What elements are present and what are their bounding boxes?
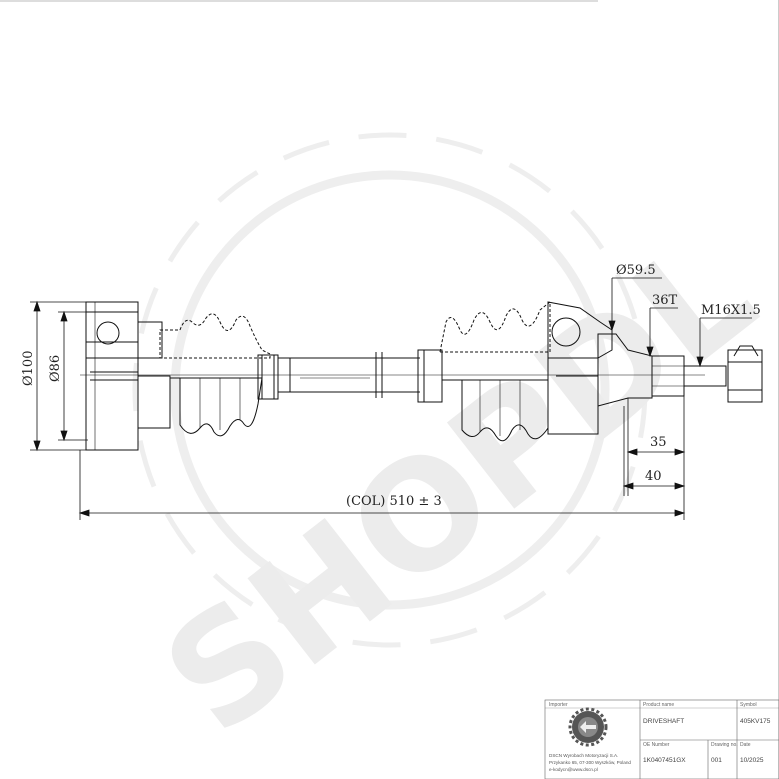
tb-product-name-label: Product name	[643, 702, 674, 708]
dim-label-overall-length: (COL) 510 ± 3	[346, 494, 442, 509]
dim-thread-arrow	[696, 356, 704, 368]
dimension-labels: Ø100 Ø86 Ø59.5 36T M16X1.5 35 40 (COL) 5…	[21, 263, 761, 509]
dim-100-arrow-top	[33, 300, 41, 312]
tb-oe-number: 1K0407451GX	[643, 757, 686, 764]
driveshaft-drawing	[80, 300, 763, 451]
logo-gear-teeth	[568, 707, 608, 747]
left-collar-upper	[137, 321, 163, 359]
nut-chamfer	[733, 345, 759, 357]
dim-86-arrow-top	[60, 310, 68, 322]
left-joint-cap	[85, 301, 139, 359]
logo-arrow-icon	[580, 721, 596, 733]
tb-drawing-no: 001	[711, 757, 722, 764]
thread-section	[683, 365, 727, 387]
dim-40-arrow-right	[674, 482, 686, 490]
watermark-gear-teeth	[132, 132, 648, 648]
dim-label-35: 35	[650, 435, 667, 450]
title-block-frame	[544, 699, 779, 779]
tb-symbol: 405KV175	[740, 718, 771, 725]
title-block-text: Importer Product name Symbol DRIVESHAFT …	[549, 702, 771, 772]
dim-overall-arrow-right	[674, 509, 686, 517]
title-block	[544, 699, 779, 779]
watermark-logo	[132, 132, 648, 648]
dim-35-arrow-right	[674, 448, 686, 456]
dim-label-flange-diameter: Ø59.5	[616, 263, 656, 278]
dim-40-arrow-left	[622, 482, 634, 490]
dim-100-arrow-bottom	[33, 440, 41, 452]
tb-drawing-no-label: Drawing no.	[711, 742, 738, 748]
dim-label-thread: M16X1.5	[701, 303, 761, 318]
dim-overall-arrow-left	[78, 509, 90, 517]
dim-label-40: 40	[645, 469, 662, 484]
tb-symbol-label: Symbol	[740, 702, 757, 708]
dim-59-arrow	[608, 320, 616, 332]
tb-date: 10/2025	[740, 757, 764, 764]
dim-label-inner-diameter: Ø86	[48, 355, 63, 382]
left-joint-ball	[96, 321, 120, 345]
dim-35-arrow-left	[626, 448, 638, 456]
tb-company-line-2: Przykanko 65, 07-300 Wyszków, Poland	[549, 760, 631, 765]
dim-86-arrow-bottom	[60, 430, 68, 442]
right-boot-upper	[439, 300, 551, 353]
left-boot-lower	[170, 377, 263, 437]
watermark-gear-ring	[170, 170, 610, 610]
dimension-lines	[30, 277, 752, 520]
right-joint-cap	[547, 301, 613, 359]
right-boot-lower	[442, 379, 549, 442]
right-joint-ball	[551, 317, 581, 347]
tb-importer-label: Importer	[549, 702, 568, 708]
right-clamp	[417, 349, 443, 403]
dim-label-spline: 36T	[652, 293, 678, 308]
company-logo	[568, 707, 608, 747]
left-boot-upper	[159, 313, 271, 359]
tb-company-line-1: DSCN Wyrobach Motoryzacji S.A.	[549, 753, 618, 758]
left-clamp	[257, 354, 279, 400]
tb-oe-number-label: OE Number	[643, 742, 670, 748]
left-collar-lower	[137, 375, 171, 429]
dim-label-outer-diameter: Ø100	[21, 351, 36, 386]
tb-company-line-3: e-kodycn@www.dscn.pl	[549, 767, 598, 772]
tb-product-name: DRIVESHAFT	[643, 718, 684, 725]
tb-date-label: Date	[740, 742, 751, 748]
axle-nut	[727, 349, 763, 403]
dim-36t-arrow	[646, 346, 654, 358]
